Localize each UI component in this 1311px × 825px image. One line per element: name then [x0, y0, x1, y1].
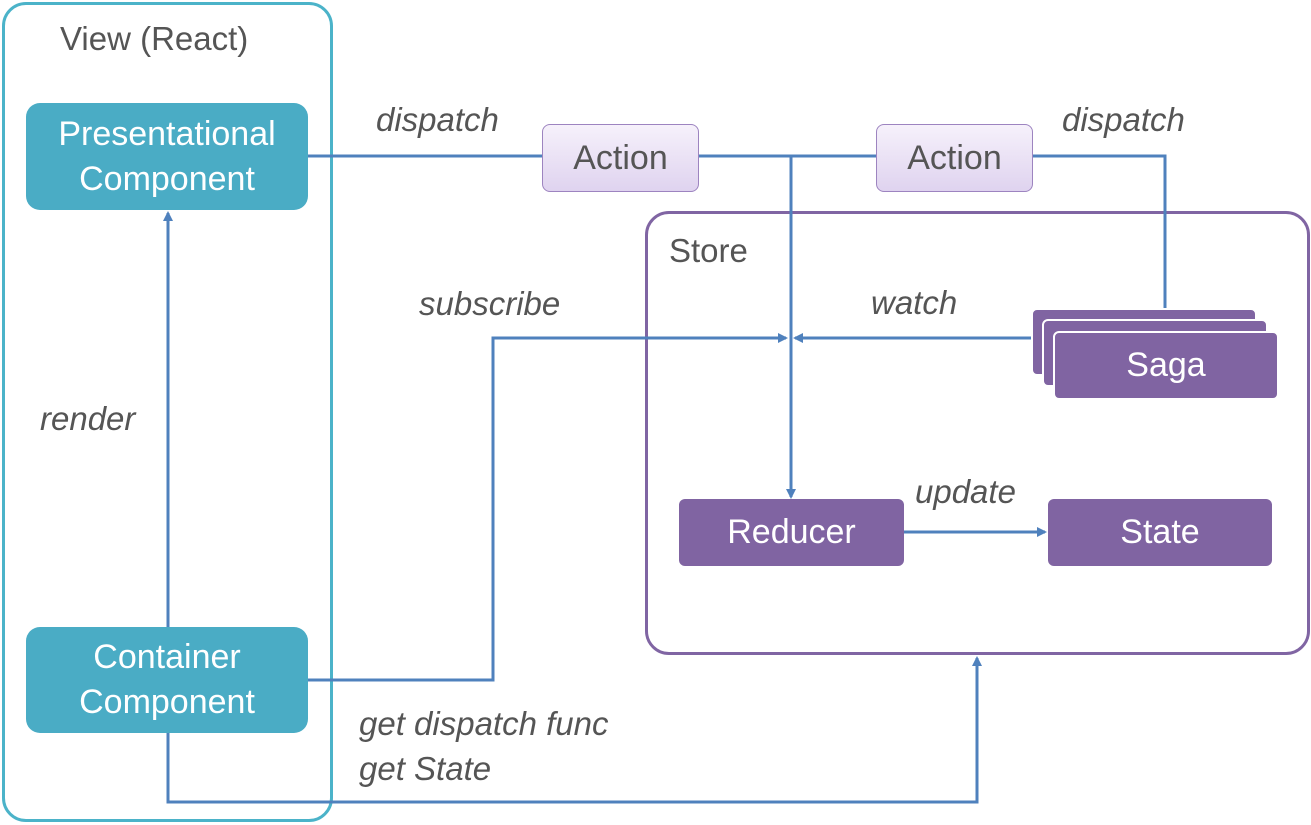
edge-action-to-reducer	[699, 154, 796, 499]
action-node-left[interactable]: Action	[542, 124, 699, 192]
store-group-title: Store	[669, 232, 748, 269]
action-right-label: Action	[907, 138, 1002, 177]
get-state-label: get State	[359, 750, 492, 787]
action-node-right[interactable]: Action	[876, 124, 1033, 192]
container-label-line2: Component	[79, 683, 255, 721]
dispatch-label-right: dispatch	[1062, 101, 1185, 138]
render-label: render	[40, 400, 136, 437]
presentational-component-node[interactable]: Presentational Component	[26, 103, 308, 210]
state-node[interactable]: State	[1048, 499, 1272, 566]
watch-label: watch	[871, 284, 958, 321]
edge-get-state	[166, 656, 982, 804]
dispatch-label-left: dispatch	[376, 101, 499, 138]
store-group	[645, 211, 1310, 655]
saga-label: Saga	[1126, 346, 1206, 384]
presentational-label-line1: Presentational	[58, 114, 276, 153]
edge-subscribe	[308, 333, 788, 682]
presentational-label-line2: Component	[79, 159, 255, 198]
view-group-title: View (React)	[60, 20, 249, 57]
action-left-label: Action	[573, 138, 668, 177]
reducer-label: Reducer	[727, 513, 856, 551]
container-component-node[interactable]: Container Component	[26, 627, 308, 733]
saga-node[interactable]: Saga	[1053, 331, 1279, 400]
subscribe-label: subscribe	[419, 285, 561, 322]
edge-saga-dispatch	[1033, 154, 1167, 330]
reducer-node[interactable]: Reducer	[679, 499, 904, 566]
update-label: update	[915, 473, 1016, 510]
container-label-line1: Container	[93, 638, 241, 676]
state-label: State	[1120, 513, 1200, 551]
get-dispatch-func-label: get dispatch func	[359, 705, 609, 742]
